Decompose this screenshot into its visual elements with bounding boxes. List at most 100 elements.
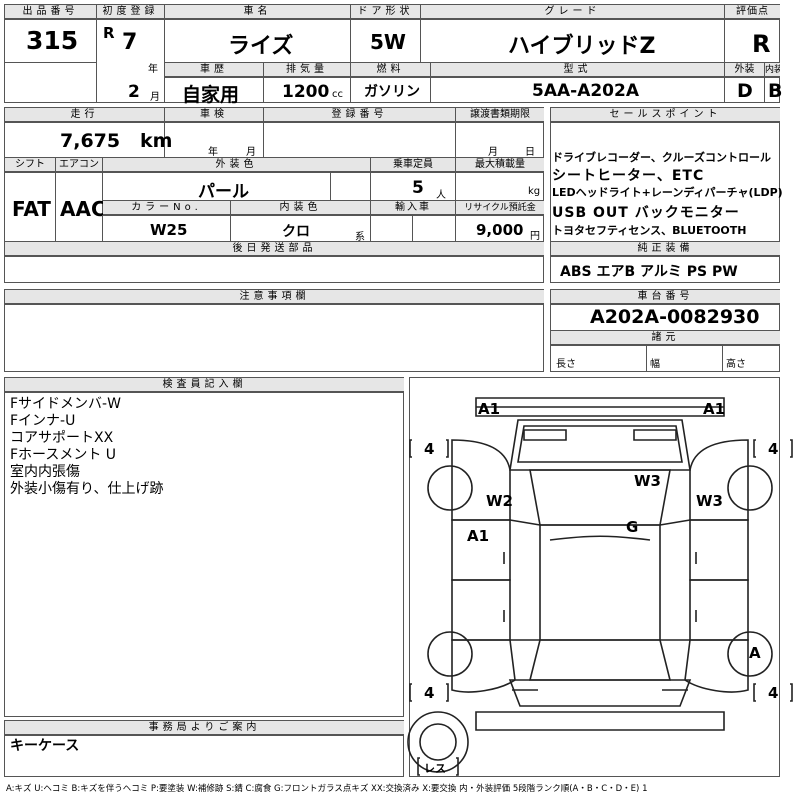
mark-a-rear-tire: A	[749, 644, 761, 662]
tailgate	[508, 679, 692, 707]
score-label: 評価点	[725, 5, 780, 19]
spec-height: 高さ	[726, 359, 746, 370]
insp-month-unit: 月	[246, 147, 256, 158]
first-reg-label: 初度登録	[97, 5, 164, 19]
mileage-label: 走行	[5, 108, 164, 122]
door-label: ドア形状	[351, 5, 420, 19]
reg-year: 7	[122, 30, 138, 55]
tire-rear-left: 4	[424, 684, 435, 702]
wheel-rear-right	[727, 631, 773, 677]
aircon-label: エアコン	[56, 158, 102, 172]
transfer-label: 譲渡書類期限	[456, 108, 544, 122]
sales-label: セールスポイント	[551, 108, 780, 122]
tire-front-left: 4	[424, 440, 435, 458]
wheel-front-right	[727, 465, 773, 511]
sales-line: シートヒーター、ETC	[552, 168, 705, 184]
grade: ハイブリッドZ	[508, 34, 656, 59]
header-panel	[4, 4, 780, 103]
lot-number: 315	[26, 26, 79, 55]
int-color-unit: 系	[355, 232, 365, 243]
import-label: 輸入車	[371, 201, 455, 215]
specs-label: 諸元	[551, 331, 780, 345]
transfer-day-unit: 日	[525, 147, 535, 158]
door-rear-right	[689, 579, 749, 641]
shift-label: シフト	[5, 158, 55, 172]
fuel-label: 燃料	[351, 63, 430, 77]
inspector-note: Fサイドメンバ-W	[10, 396, 121, 412]
mark-w2-fender-left: W2	[486, 492, 513, 510]
lot-label: 出品番号	[5, 5, 96, 19]
chassis-label: 車台番号	[551, 290, 780, 304]
mark-g-windshield: G	[626, 518, 639, 536]
sales-line: LEDヘッドライト+レーンディパーチャ(LDP)	[552, 186, 783, 199]
car-diagram-panel	[409, 377, 780, 777]
era: R	[103, 24, 115, 42]
history-label: 車歴	[165, 63, 263, 77]
sales-line: ドライブレコーダー、クルーズコントロール	[552, 151, 772, 164]
aircon: AAC	[60, 197, 106, 221]
score: R	[752, 30, 771, 58]
capacity-label: 乗車定員	[371, 158, 455, 172]
color: パール	[198, 182, 249, 202]
headlight-right	[633, 429, 677, 441]
office-label: 事務局よりご案内	[5, 721, 404, 735]
reg-month: 2	[128, 82, 140, 102]
inspector-note: 外装小傷有り、仕上げ跡	[10, 481, 164, 497]
shift: FAT	[12, 197, 51, 221]
mark-a1-door-left: A1	[467, 527, 490, 545]
model: 5AA-A202A	[532, 81, 639, 101]
inspector-label: 検査員記入欄	[5, 378, 404, 392]
car-name-label: 車名	[165, 5, 350, 19]
mark-w3-hood: W3	[634, 472, 661, 490]
rear-glass	[528, 639, 672, 681]
spec-width: 幅	[650, 359, 660, 370]
front-bumper	[475, 397, 725, 417]
roof	[539, 524, 661, 641]
mark-a1-front-left: A1	[478, 400, 501, 418]
fender-right	[689, 439, 749, 521]
headlight-left	[523, 429, 567, 441]
door-rear-left	[451, 579, 511, 641]
recycle-unit: 円	[530, 231, 540, 242]
rear-fender-right	[684, 639, 749, 693]
spare-tire-label: レス	[424, 762, 446, 775]
color-label: 外装色	[103, 158, 370, 172]
inspector-panel	[4, 377, 404, 717]
regno-label: 登録番号	[264, 108, 455, 122]
mark-a1-front-right: A1	[703, 400, 726, 418]
color-no: W25	[150, 221, 188, 239]
tire-front-right: 4	[768, 440, 779, 458]
car-name: ライズ	[228, 34, 294, 59]
spec-length: 長さ	[556, 359, 576, 370]
sales-points-panel	[550, 107, 780, 283]
transfer-month-unit: 月	[488, 147, 498, 158]
rear-fender-left	[451, 639, 516, 693]
office-panel	[4, 720, 404, 777]
interior-label: 内装	[765, 63, 780, 77]
chassis-number: A202A-0082930	[590, 306, 760, 328]
insp-year-unit: 年	[208, 147, 218, 158]
mileage: 7,675	[60, 130, 121, 152]
recycle-fee: 9,000	[476, 221, 524, 239]
displacement: 1200	[282, 82, 330, 102]
inspector-note: コアサポートXX	[10, 430, 114, 446]
recycle-label: リサイクル預託金	[456, 201, 544, 215]
year-unit: 年	[148, 64, 158, 75]
month-unit: 月	[150, 92, 160, 103]
vehicle-detail-panel	[4, 107, 544, 283]
displacement-unit: cc	[332, 89, 343, 100]
capacity: 5	[412, 178, 424, 198]
int-color: クロ	[282, 224, 310, 240]
grade-label: グレード	[421, 5, 724, 19]
inspector-note: Fホースメント U	[10, 447, 117, 463]
exterior-score: D	[737, 80, 753, 102]
spare-tire	[407, 711, 469, 773]
wheel-rear-left	[427, 631, 473, 677]
inspector-note: 室内内張傷	[10, 464, 80, 480]
inspector-note: Fインナ-U	[10, 413, 76, 429]
capacity-unit: 人	[436, 190, 446, 201]
color-no-label: カラーNo.	[103, 201, 230, 215]
history: 自家用	[182, 84, 240, 106]
wheel-front-left	[427, 465, 473, 511]
